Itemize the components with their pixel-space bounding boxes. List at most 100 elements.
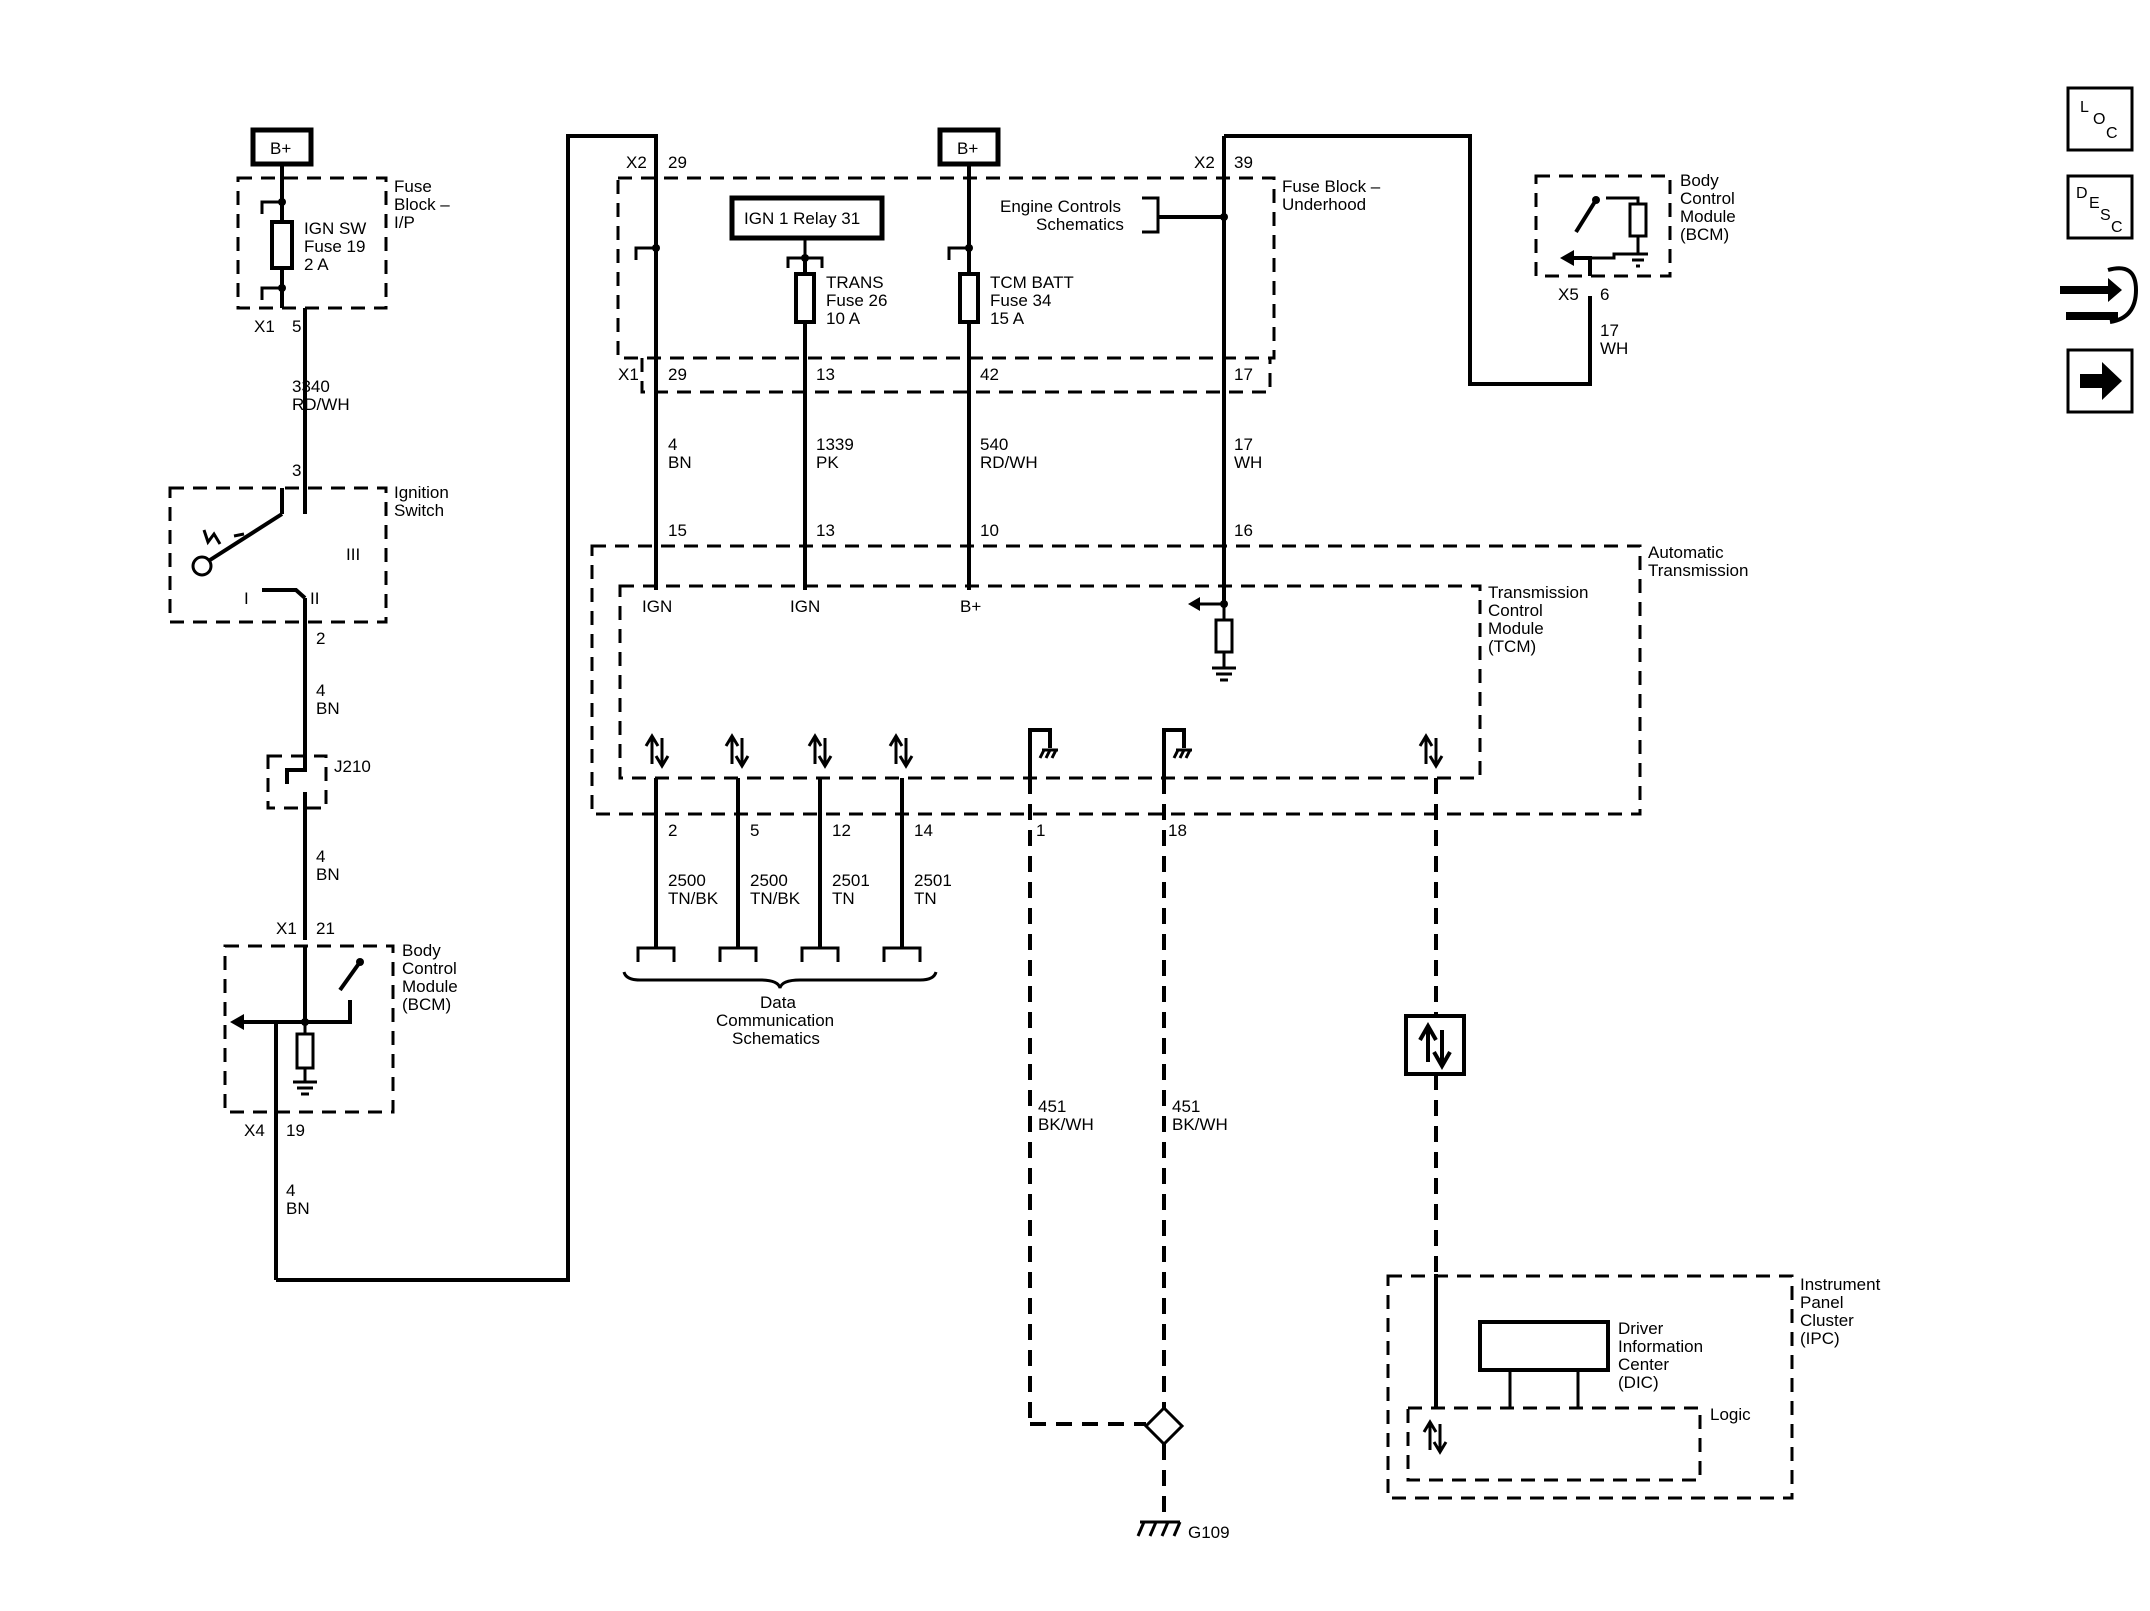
bcm-left-label-2: Control <box>402 959 457 978</box>
pin-19-label: 19 <box>286 1121 305 1140</box>
logic-box <box>1406 1406 1702 1482</box>
fuse-block-ip-box <box>236 176 388 310</box>
x2-left-connector: X2 <box>626 153 647 172</box>
tool-hand-icon[interactable] <box>2060 266 2139 324</box>
tcm-label-2: Control <box>1488 601 1543 620</box>
data-arrow-icon <box>1418 733 1444 769</box>
svg-text:C: C <box>2106 125 2118 142</box>
wire-540-color: RD/WH <box>980 453 1038 472</box>
bcm-right-label-2: Control <box>1680 189 1735 208</box>
ignition-switch-pivot <box>191 555 213 577</box>
data-comm-label-1: Data <box>760 993 796 1012</box>
wire-4bn-a-number: 4 <box>316 681 325 700</box>
data-comm-brace <box>622 971 938 989</box>
bplus-left-box <box>250 127 314 167</box>
fuse-block-ip-label-1: Fuse <box>394 177 432 196</box>
wire-4bn-d-color: BN <box>668 453 692 472</box>
bcm-right-label-3: Module <box>1680 207 1736 226</box>
ipc-box <box>1386 1274 1794 1500</box>
tcm-batt-fuse-symbol <box>958 272 980 324</box>
switch-pos-II: II <box>310 589 319 608</box>
wire-4bn-c-color: BN <box>286 1199 310 1218</box>
wire-451-a-color: BK/WH <box>1038 1115 1094 1134</box>
x1-pin-29-label: 29 <box>668 365 687 384</box>
tcm-pin-18-label: 18 <box>1168 821 1187 840</box>
tcm-label-3: Module <box>1488 619 1544 638</box>
ipc-label-3: Cluster <box>1800 1311 1854 1330</box>
switch-pos-I: I <box>244 589 249 608</box>
wire-451-b-number: 451 <box>1172 1097 1200 1116</box>
tcm-pin-13-label: 13 <box>816 521 835 540</box>
tcm-pin-10-label: 10 <box>980 521 999 540</box>
desc-icon[interactable]: D E S C <box>2066 174 2134 240</box>
wire-17wh-a-number: 17 <box>1234 435 1253 454</box>
dic-display <box>1478 1320 1610 1372</box>
wire-451-a-number: 451 <box>1038 1097 1066 1116</box>
pin-3-label: 3 <box>292 461 301 480</box>
wire-17wh-a-color: WH <box>1234 453 1262 472</box>
fuse-block-uh-label-2: Underhood <box>1282 195 1366 214</box>
next-arrow-icon[interactable] <box>2066 348 2134 414</box>
dic-label-3: Center <box>1618 1355 1669 1374</box>
tcm-box <box>618 584 1482 780</box>
data-comm-label-3: Schematics <box>732 1029 820 1048</box>
data-wire-2-number: 2500 <box>750 871 788 890</box>
trans-fuse-label-1: TRANS <box>826 273 884 292</box>
tcm-pin-16-label: 16 <box>1234 521 1253 540</box>
tcm-pin-15-label: 15 <box>668 521 687 540</box>
fuse-block-ip-label-3: I/P <box>394 213 415 232</box>
bcm-left-label-4: (BCM) <box>402 995 451 1014</box>
loc-icon[interactable]: L O C <box>2066 86 2134 152</box>
ignition-switch-label-2: Switch <box>394 501 444 520</box>
bcm-right-box <box>1534 174 1672 278</box>
tcm-pin-12-label: 12 <box>832 821 851 840</box>
ign-sw-fuse-label-1: IGN SW <box>304 219 366 238</box>
wire-1339-color: PK <box>816 453 839 472</box>
svg-text:E: E <box>2089 195 2100 212</box>
auto-trans-label-1: Automatic <box>1648 543 1724 562</box>
x1-pin-42-label: 42 <box>980 365 999 384</box>
trans-fuse-label-3: 10 A <box>826 309 861 328</box>
x1-row-connector: X1 <box>618 365 639 384</box>
ign-sw-fuse-label-2: Fuse 19 <box>304 237 365 256</box>
data-arrow-icon <box>888 733 914 769</box>
x1-pin-13-label: 13 <box>816 365 835 384</box>
x1-pin-17-label: 17 <box>1234 365 1253 384</box>
engine-controls-label-2: Schematics <box>1036 215 1124 234</box>
wire-1339-number: 1339 <box>816 435 854 454</box>
wire-4bn-b-number: 4 <box>316 847 325 866</box>
wire-17wh-b-color: WH <box>1600 339 1628 358</box>
serial-data-icon <box>1404 1014 1466 1076</box>
fuse-block-underhood-box <box>616 176 1276 360</box>
g109-label: G109 <box>1188 1523 1230 1542</box>
j210-box <box>266 754 328 810</box>
j210-label: J210 <box>334 757 371 776</box>
dic-label-2: Information <box>1618 1337 1703 1356</box>
wire-4bn-b-color: BN <box>316 865 340 884</box>
pin-5-label: 5 <box>292 317 301 336</box>
tcm-pin-14-label: 14 <box>914 821 933 840</box>
wire-4bn-d-number: 4 <box>668 435 677 454</box>
tcm-label-4: (TCM) <box>1488 637 1536 656</box>
pin-21-label: 21 <box>316 919 335 938</box>
data-arrow-icon <box>644 733 670 769</box>
tcm-pin-5-label: 5 <box>750 821 759 840</box>
wire-4bn-c-number: 4 <box>286 1181 295 1200</box>
data-wire-1-color: TN/BK <box>668 889 719 908</box>
tcm-batt-fuse-label-1: TCM BATT <box>990 273 1074 292</box>
data-arrow-icon <box>807 733 833 769</box>
wire-3340-number: 3340 <box>292 377 330 396</box>
ign1-relay-box <box>729 195 885 241</box>
tcm-bplus-label: B+ <box>960 597 981 616</box>
data-wire-2-color: TN/BK <box>750 889 801 908</box>
x1-21-connector: X1 <box>276 919 297 938</box>
svg-text:O: O <box>2093 111 2105 128</box>
switch-pos-III: III <box>346 545 360 564</box>
engine-controls-label-1: Engine Controls <box>1000 197 1121 216</box>
data-comm-label-2: Communication <box>716 1011 834 1030</box>
svg-text:L: L <box>2080 99 2089 116</box>
ign1-relay-label: IGN 1 Relay 31 <box>744 209 860 228</box>
wire-540-number: 540 <box>980 435 1008 454</box>
data-wire-3-number: 2501 <box>832 871 870 890</box>
